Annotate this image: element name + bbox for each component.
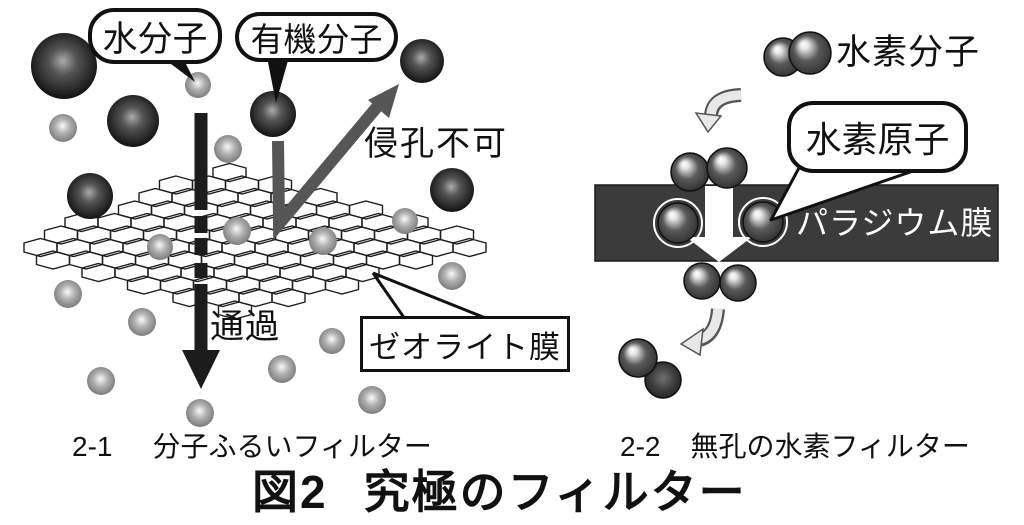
no-penetration-arrow <box>272 84 399 241</box>
water-molecule-sphere <box>214 135 242 163</box>
left-panel-molecules <box>31 33 474 427</box>
caption-left-text: 分子ふるいフィルター <box>152 431 432 462</box>
hydrogen-atom-sphere <box>719 264 757 302</box>
water-bubble-tail <box>163 58 195 82</box>
water-molecule-bubble: 水分子 <box>88 8 222 64</box>
figure-title-number: 図2 <box>252 466 328 518</box>
figure-title-text: 究極のフィルター <box>363 466 747 518</box>
caption-right-number: 2-2 <box>620 431 661 462</box>
hydrogen-molecule-label: 水素分子 <box>836 33 981 72</box>
right-panel-molecules <box>618 31 832 399</box>
water-molecule-sphere <box>186 399 214 427</box>
water-molecule-sphere <box>49 114 77 142</box>
hydrogen-atom-sphere <box>742 201 784 243</box>
mesh-hexagon-pore <box>324 275 360 295</box>
organic-molecule-sphere <box>107 95 159 147</box>
water-molecule-sphere <box>223 217 251 245</box>
water-molecule-label: 水分子 <box>102 19 208 59</box>
mesh-hexagon-pore <box>217 300 253 320</box>
hydrogen-atom-sphere <box>670 152 710 192</box>
mesh-hexagon-pore <box>212 162 247 183</box>
caption-left-number: 2-1 <box>72 431 113 462</box>
hydrogen-atom-sphere <box>683 262 721 300</box>
water-molecule-sphere <box>319 328 345 354</box>
water-molecule-sphere <box>54 280 82 308</box>
hydrogen-atom-bubble: 水素原子 <box>787 101 968 173</box>
water-molecule-sphere <box>392 208 418 234</box>
mesh-hexagon-pore <box>345 262 380 283</box>
organic-molecule-sphere <box>250 91 296 137</box>
organic-molecule-label: 有機分子 <box>250 21 383 58</box>
palladium-membrane-label: パラジウム膜 <box>796 205 994 241</box>
organic-molecule-sphere <box>430 168 474 212</box>
hydrogen-atom-label: 水素原子 <box>805 119 950 160</box>
water-molecule-sphere <box>358 386 386 414</box>
water-molecule-sphere <box>268 355 296 383</box>
mesh-hexagon-pore <box>439 225 475 245</box>
pass-through-arrow <box>182 113 220 389</box>
hydrogen-atom-sphere <box>618 338 658 378</box>
hydrogen-atom-sphere <box>788 31 832 75</box>
water-molecule-sphere <box>87 367 115 395</box>
no-penetration-label: 侵孔不可 <box>364 125 508 163</box>
mesh-hexagon-pore <box>271 287 306 308</box>
zeolite-membrane-label: ゼオライト膜 <box>369 329 561 365</box>
pass-through-label: 通過 <box>210 308 280 346</box>
water-molecule-sphere <box>128 308 156 336</box>
water-molecule-sphere <box>438 262 466 290</box>
organic-molecule-sphere <box>400 39 444 83</box>
mesh-hexagon-pore <box>452 237 487 258</box>
release-curved-arrow <box>679 308 725 357</box>
mesh-hexagon-pore <box>348 200 384 220</box>
water-molecule-sphere <box>147 234 173 260</box>
dissociation-white-arrow <box>686 186 752 262</box>
figure-title: 図2 究極のフィルター <box>252 466 747 518</box>
organic-bubble-tail <box>267 57 289 103</box>
organic-molecule-bubble: 有機分子 <box>235 12 398 62</box>
water-molecule-sphere <box>309 227 337 255</box>
hydrogen-atom-sphere <box>644 361 682 399</box>
hydrogen-atom-sphere <box>657 202 699 244</box>
organic-molecule-sphere <box>67 173 113 219</box>
caption-left-panel: 2-1 分子ふるいフィルター <box>72 431 432 463</box>
zeolite-pointer-lines <box>371 271 489 321</box>
caption-right-text: 無孔の水素フィルター <box>690 431 970 462</box>
hydrogen-atom-sphere <box>706 147 748 189</box>
organic-molecule-sphere <box>31 33 97 99</box>
caption-right-panel: 2-2 無孔の水素フィルター <box>620 431 970 463</box>
mesh-hexagon-pore <box>398 250 434 270</box>
atom-rings <box>653 197 788 248</box>
approach-curved-arrow <box>694 88 742 134</box>
zeolite-membrane-box: ゼオライト膜 <box>360 316 570 372</box>
